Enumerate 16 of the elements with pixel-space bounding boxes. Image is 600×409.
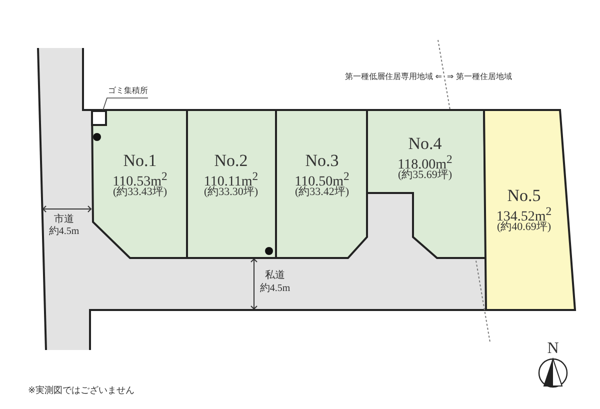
garbage-collection-box <box>91 110 107 126</box>
lot-number: No.2 <box>214 152 248 170</box>
road-label: 市道 <box>54 212 74 226</box>
road-label: 私道 <box>265 269 285 282</box>
zoning-label: 第一種低層住居専用地域 ⇐ <box>344 71 442 82</box>
dimension-label: 約4.5m <box>260 282 290 295</box>
note-text: ※実測図ではございません <box>28 384 135 397</box>
leader-line <box>102 98 148 110</box>
dimension-label: 約4.5m <box>48 225 80 238</box>
north-label: N <box>547 340 559 358</box>
lot-number: No.4 <box>408 135 442 153</box>
lot-number: No.3 <box>305 152 339 170</box>
lot-number: No.1 <box>123 152 157 170</box>
lot-number: No.5 <box>507 187 541 205</box>
callout-text: ゴミ集積所 <box>108 85 148 96</box>
zoning-label: ⇒ 第一種住居地域 <box>447 71 512 82</box>
